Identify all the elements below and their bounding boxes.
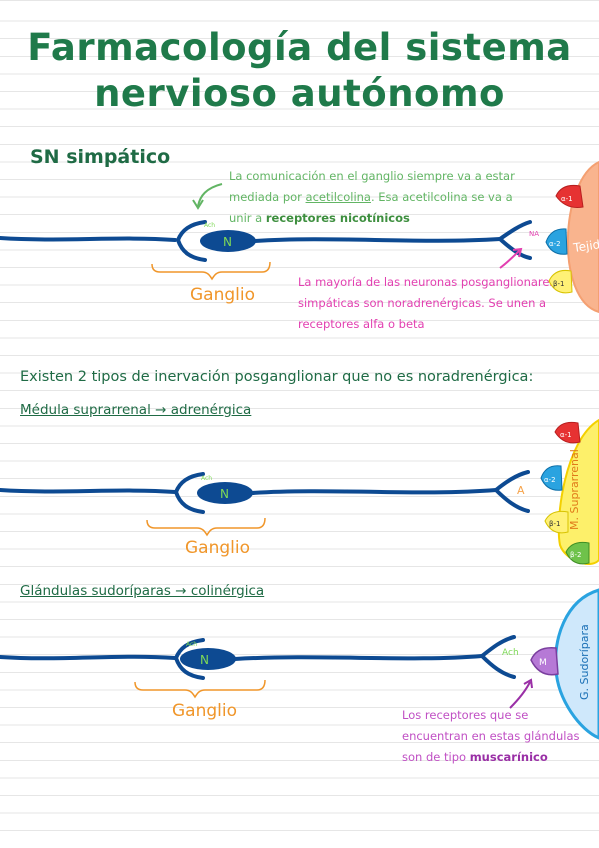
receptor-beta1-label: β-1 [553, 280, 564, 288]
ganglio-bracket [146, 517, 266, 537]
dendrite-upper [174, 638, 205, 660]
violet-arrow-head [523, 678, 533, 689]
note-noradrenergic-neurons: La mayoría de las neuronas posganglionar… [298, 275, 556, 331]
tejido-label: Tejido [571, 236, 599, 255]
note-muscarinic-receptors: Los receptores que se encuentran en esta… [402, 708, 580, 764]
receptor-alpha2-label: α-2 [549, 240, 561, 248]
postganglionic-axon [253, 237, 502, 243]
dendrite-upper [174, 472, 205, 494]
dendrite-upper [176, 220, 207, 242]
subtitle-medula-suprarrenal: Médula suprarrenal → adrenérgica [20, 402, 252, 418]
receptor-beta2 [565, 541, 590, 565]
receptor-beta1-label: β-1 [549, 520, 560, 528]
terminal-lower [494, 488, 530, 513]
preganglionic-axon [0, 654, 177, 661]
nucleus-label: N [223, 235, 232, 249]
terminal-upper [498, 220, 532, 241]
pink-arrow-head [512, 247, 523, 258]
receptor-alpha2 [540, 465, 563, 491]
diagram-sn-simpatico: Tejido α-1 α-2 β-1 N Ach NA [0, 160, 599, 314]
ganglio-bracket [134, 679, 266, 699]
terminal-lower [498, 237, 532, 260]
receptor-alpha2-label: α-2 [544, 476, 556, 484]
subtitle-glandulas-sudoriparas: Glándulas sudoríparas → colinérgica [20, 583, 265, 599]
ach-label: Ach [201, 475, 212, 482]
pink-arrow [499, 249, 521, 269]
intro-line: Existen 2 tipos de inervación posganglio… [20, 369, 534, 385]
receptor-muscarinic [530, 647, 559, 676]
receptor-alpha1-label: α-1 [561, 195, 573, 203]
receptor-beta1 [548, 270, 573, 294]
diagram-medula-suprarrenal: M. Suprarrenal α-1 α-2 β-1 β-2 N Ach A [0, 418, 599, 565]
ganglion-nucleus [180, 648, 236, 670]
terminal-upper [494, 470, 530, 492]
page-title-line-1: Farmacología del sistema [27, 26, 572, 69]
ganglio-label-3: Ganglio [172, 701, 237, 721]
receptor-muscarinic-label: M [539, 658, 547, 668]
ganglio-label-1: Ganglio [190, 285, 255, 305]
page-title-line-2: nervioso autónomo [94, 72, 505, 115]
terminal-lower [480, 654, 516, 679]
adrenaline-label: A [517, 484, 525, 497]
suprarrenal-target [557, 418, 599, 565]
section-heading-sn-simpatico: SN simpático [30, 146, 171, 168]
receptor-beta2-label: β-2 [570, 551, 581, 559]
green-arrow [197, 183, 223, 207]
nucleus-label: N [220, 487, 229, 501]
terminal-upper [480, 635, 516, 658]
sudoripara-label: G. Sudorípara [578, 624, 591, 700]
preganglionic-axon [0, 236, 177, 242]
na-label: NA [529, 230, 539, 238]
ach-label: Ach [186, 641, 197, 648]
receptor-alpha2 [545, 228, 568, 255]
green-arrow-head [192, 199, 204, 210]
ganglio-bracket [151, 261, 271, 281]
dendrite-lower [174, 490, 205, 514]
ganglion-nucleus [197, 482, 253, 504]
preganglionic-axon [0, 488, 177, 494]
tejido-target [566, 160, 599, 314]
dendrite-lower [174, 656, 205, 680]
ganglio-label-2: Ganglio [185, 538, 250, 558]
suprarrenal-label: M. Suprarrenal [568, 449, 581, 530]
dendrite-lower [176, 238, 207, 262]
ach-post-label: Ach [502, 648, 519, 658]
ganglion-nucleus [200, 230, 256, 252]
receptor-alpha1 [555, 185, 584, 208]
receptor-alpha1 [554, 421, 581, 444]
note-ganglion-acetylcholine: La comunicación en el ganglio siempre va… [229, 169, 515, 225]
receptor-beta1 [544, 510, 569, 534]
postganglionic-axon [233, 654, 484, 661]
postganglionic-axon [250, 488, 498, 495]
receptor-alpha1-label: α-1 [560, 431, 572, 439]
diagram-glandulas-sudoriparas: G. Sudorípara M N Ach Ach [0, 588, 599, 740]
violet-arrow [509, 681, 531, 709]
ach-label: Ach [204, 222, 215, 229]
nucleus-label: N [200, 653, 209, 667]
